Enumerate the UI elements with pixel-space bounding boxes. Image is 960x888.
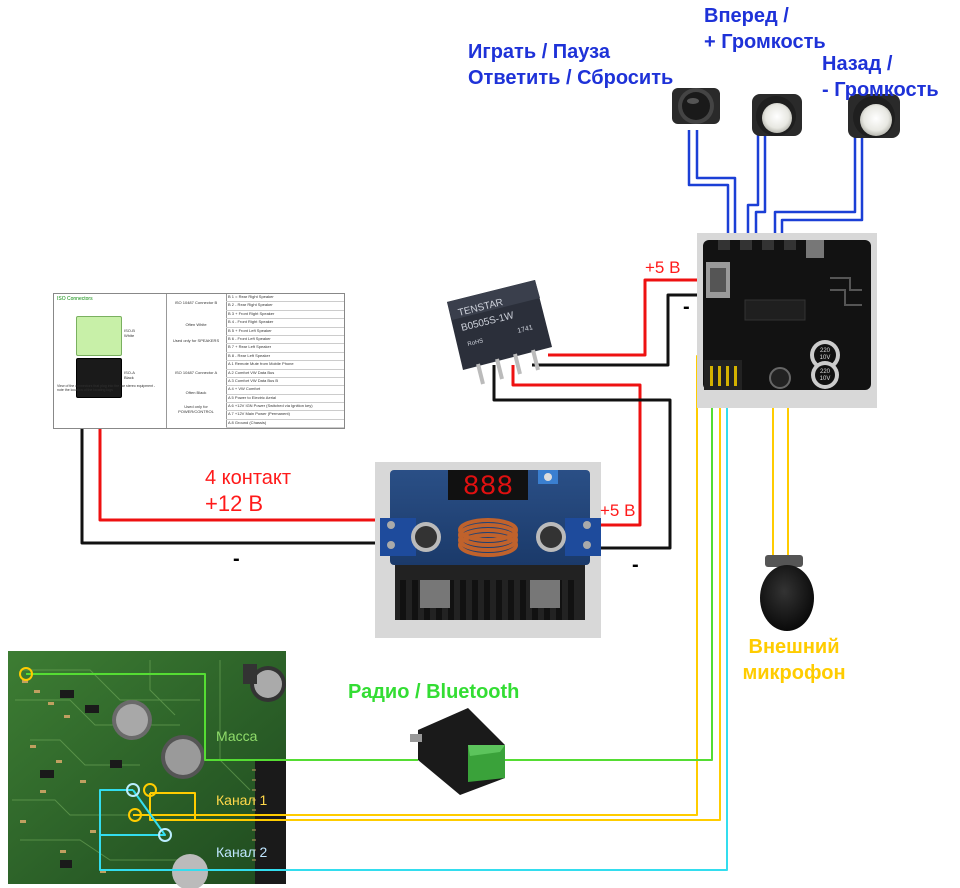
iso-table-title: ISO Connectors bbox=[57, 296, 93, 302]
label-external-mic-line1: Внешний bbox=[748, 636, 840, 658]
iso-pin-row: B 2 - Rear Right Speaker bbox=[226, 302, 344, 311]
wire-ground-pcb bbox=[26, 673, 418, 761]
iso-group-a-use: Used only for POWER/CONTROL bbox=[178, 404, 214, 414]
svg-text:10V: 10V bbox=[820, 355, 831, 361]
iso-group-b-use: Used only for SPEAKERS bbox=[172, 338, 220, 343]
iso-b-connector bbox=[76, 316, 122, 356]
iso-group-column: ISO 10487 Connector B Often White Used o… bbox=[166, 294, 227, 428]
iso-pin-row: A 3 Comfort VW Data Bus B bbox=[226, 378, 344, 387]
iso-note: View of the connectors that plug into th… bbox=[57, 384, 156, 392]
iso-pin-row: A 7 +12V Main Power (Permanent) bbox=[226, 411, 344, 420]
label-minus-left: - bbox=[233, 548, 240, 570]
iso-pin-row: B 1 = Rear Right Speaker bbox=[226, 294, 344, 303]
label-volume-up: + Громкость bbox=[704, 31, 826, 53]
iso-pin-row: A 5 Power to Electric Aerial bbox=[226, 395, 344, 404]
label-minus-right: - bbox=[632, 554, 639, 576]
isolated-dc-converter-icon: TENSTAR B0505S-1W RoHS 1741 bbox=[447, 280, 552, 385]
iso-pin-row: B 7 + Rear Left Speaker bbox=[226, 344, 344, 353]
iso-pin-row: B 6 - Front Left Speaker bbox=[226, 336, 344, 345]
label-channel1: Канал 1 bbox=[216, 792, 268, 808]
car-radio-pcb bbox=[8, 651, 286, 888]
converter-code: 1741 bbox=[517, 324, 534, 335]
iso-connector-photo: ISO Connectors ISO-B White ISO-A Black V… bbox=[54, 294, 167, 428]
iso-pin-row: B 5 + Front Left Speaker bbox=[226, 328, 344, 336]
label-plus12v: +12 В bbox=[205, 491, 264, 516]
iso-pin-row: B 8 - Rear Left Speaker bbox=[226, 353, 344, 362]
label-plus5v-top: +5 В bbox=[645, 258, 681, 277]
converter-cert: RoHS bbox=[467, 338, 484, 348]
pcb-points bbox=[19, 667, 172, 842]
iso-connector-table: ISO Connectors ISO-B White ISO-A Black V… bbox=[53, 293, 345, 429]
label-channel2: Канал 2 bbox=[216, 844, 268, 860]
bluetooth-module-icon: 220 10V 220 10V bbox=[697, 233, 877, 408]
microphone-icon bbox=[760, 555, 814, 631]
iso-a-connector bbox=[76, 358, 122, 398]
label-plus5v-right: +5 В bbox=[600, 501, 636, 520]
iso-group-b-title: ISO 10487 Connector B bbox=[174, 300, 218, 305]
label-play-pause: Играть / Пауза bbox=[468, 41, 610, 63]
radio-bluetooth-switch-icon bbox=[410, 708, 505, 795]
buck-display: 888 bbox=[463, 472, 513, 503]
iso-pin-row: B 4 - Front Right Speaker bbox=[226, 319, 344, 328]
label-answer-reset: Ответить / Сбросить bbox=[468, 67, 674, 89]
label-forward: Вперед / bbox=[704, 5, 789, 27]
iso-b-label: ISO-B White bbox=[124, 328, 135, 338]
iso-group-a-title: ISO 10487 Connector A bbox=[174, 370, 218, 375]
label-radio-bluetooth: Радио / Bluetooth bbox=[348, 681, 520, 703]
iso-pin-row: A 8 Ground (Chassis) bbox=[226, 420, 344, 428]
wire-iso-plus5v bbox=[548, 278, 712, 357]
iso-pin-row: A 4 + VW Comfort bbox=[226, 386, 344, 395]
svg-text:10V: 10V bbox=[820, 376, 831, 382]
button-signal-wires bbox=[687, 130, 864, 240]
label-ground: Масса bbox=[216, 728, 258, 744]
wire-buck-plus5v bbox=[511, 365, 642, 527]
iso-pin-row: B 3 + Front Right Speaker bbox=[226, 311, 344, 320]
iso-pin-row: A 1 Remote Mute from Mobile Phone bbox=[226, 361, 344, 370]
push-button-back-icon bbox=[848, 94, 900, 138]
label-volume-down: - Громкость bbox=[822, 79, 939, 101]
label-back: Назад / bbox=[822, 53, 893, 75]
iso-group-b-color: Often White bbox=[185, 322, 207, 327]
push-button-play-icon bbox=[672, 88, 720, 124]
push-button-forward-icon bbox=[752, 94, 802, 136]
svg-text:220: 220 bbox=[820, 348, 831, 354]
wire-channel2 bbox=[99, 392, 728, 871]
iso-group-a-color: Often Black bbox=[185, 390, 207, 395]
iso-pin-list: B 1 = Rear Right Speaker B 2 - Rear Righ… bbox=[226, 294, 344, 428]
wire-iso-ground bbox=[532, 293, 712, 367]
wire-buck-ground bbox=[492, 365, 672, 550]
svg-text:220: 220 bbox=[820, 369, 831, 375]
label-minus-top: - bbox=[683, 296, 690, 318]
label-pin4: 4 контакт bbox=[205, 467, 292, 489]
iso-a-label: ISO-A Black bbox=[124, 370, 135, 380]
buck-converter-icon: 888 bbox=[375, 462, 601, 638]
iso-pin-row: A 2 Comfort VW Data Bus bbox=[226, 370, 344, 378]
iso-pin-row: A 6 +12V IGN Power (Switched via Ignitio… bbox=[226, 403, 344, 412]
label-external-mic-line2: микрофон bbox=[742, 662, 846, 684]
